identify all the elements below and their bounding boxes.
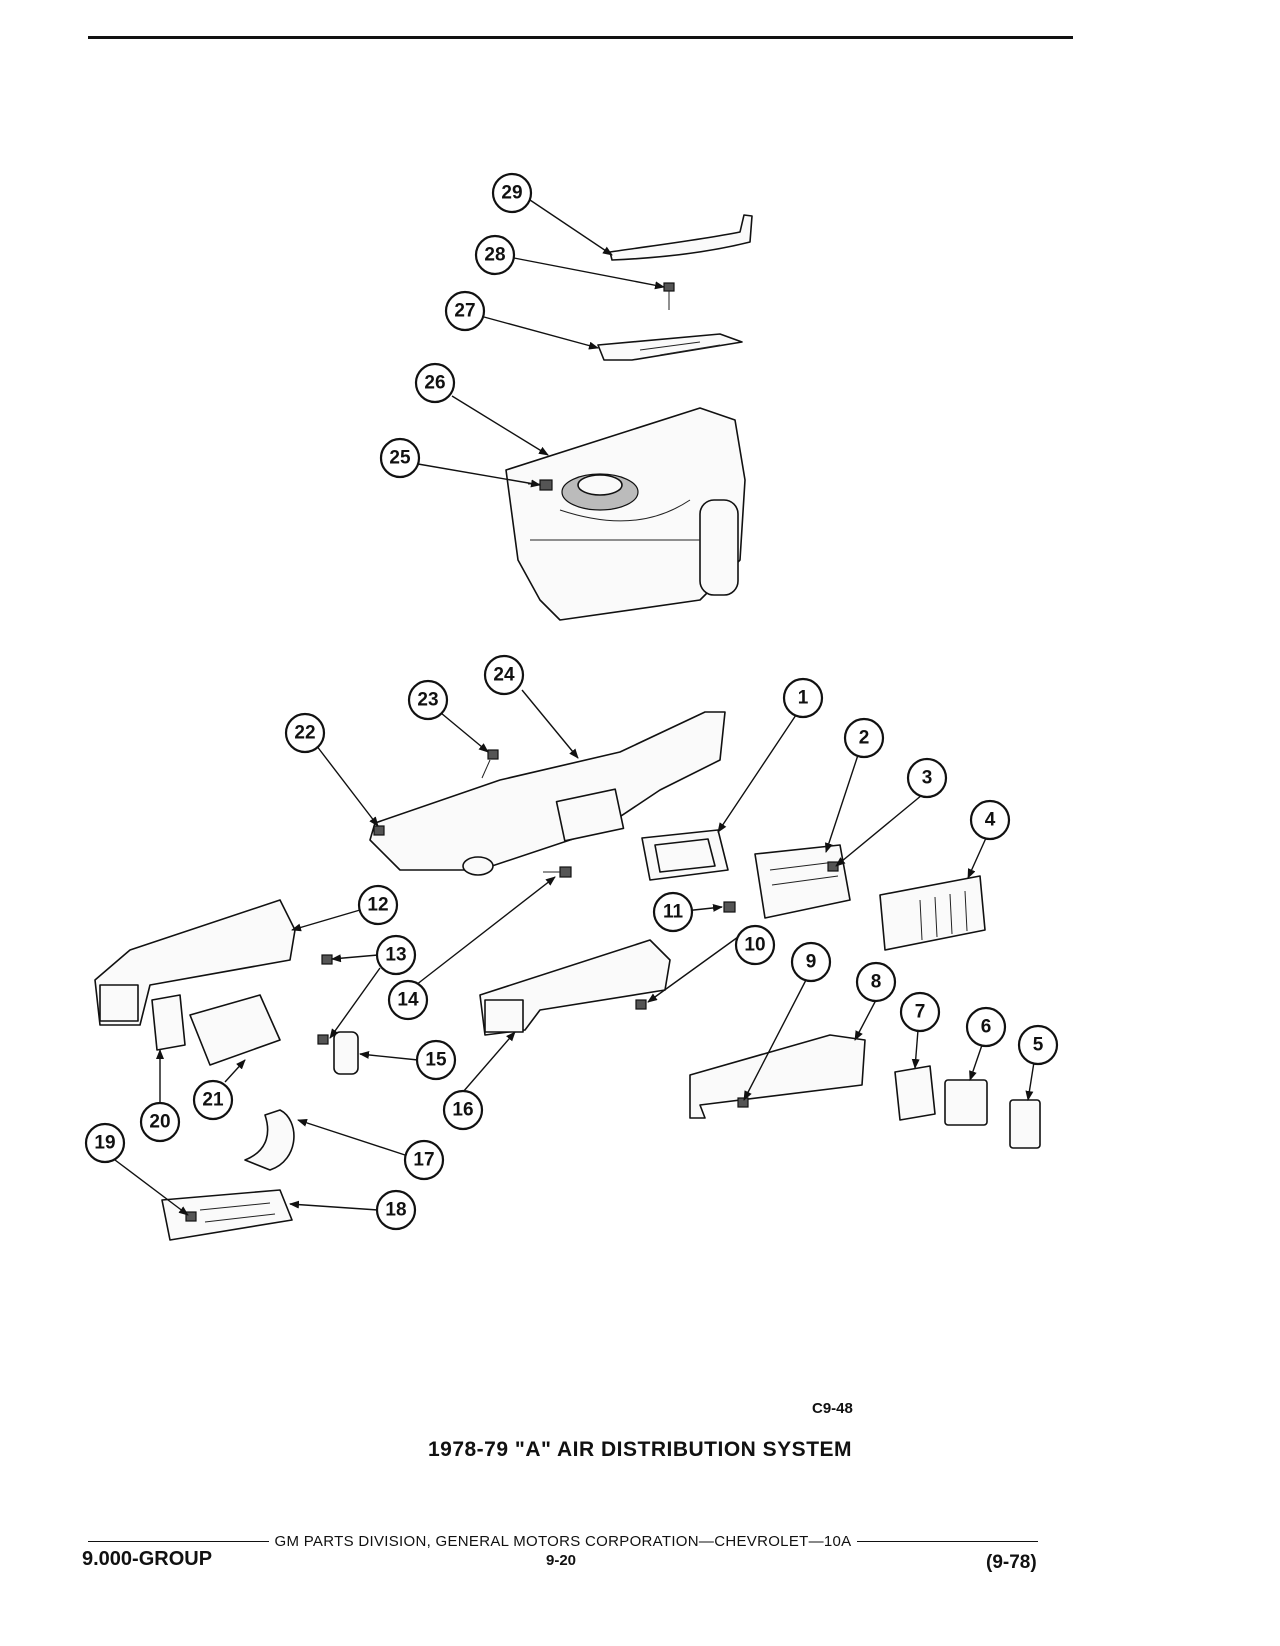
part-screw-14	[543, 866, 572, 878]
svg-text:23: 23	[417, 690, 438, 711]
svg-text:20: 20	[149, 1112, 170, 1133]
part-bezel-6	[944, 1079, 988, 1126]
leader-lines	[114, 199, 1035, 1216]
callout-24: 24	[483, 654, 525, 696]
svg-text:5: 5	[1033, 1035, 1044, 1056]
callout-23: 23	[407, 679, 449, 721]
svg-text:2: 2	[859, 728, 870, 749]
callout-6: 6	[965, 1006, 1007, 1048]
svg-text:10: 10	[744, 935, 765, 956]
svg-text:29: 29	[501, 183, 522, 204]
part-plug	[333, 1031, 359, 1075]
svg-text:25: 25	[389, 448, 411, 469]
svg-text:6: 6	[981, 1017, 992, 1038]
footer-page-number: 9-20	[546, 1552, 577, 1569]
footer-group: 9.000-GROUP	[82, 1548, 213, 1570]
part-vent-outlet	[879, 875, 986, 951]
callout-26: 26	[414, 362, 456, 404]
callout-3: 3	[906, 757, 948, 799]
footer-division-text: GM PARTS DIVISION, GENERAL MOTORS CORPOR…	[274, 1533, 852, 1550]
svg-text:14: 14	[397, 990, 419, 1011]
callouts: 29 28 27 26 25 24 23 22 1 2 3 4 12 13 14…	[84, 172, 1059, 1231]
part-blower-housing	[505, 407, 746, 621]
footer-rule-left	[88, 1540, 269, 1543]
callout-7: 7	[899, 991, 941, 1033]
callout-29: 29	[491, 172, 533, 214]
part-hose	[244, 1109, 295, 1171]
svg-text:19: 19	[94, 1133, 115, 1154]
svg-text:1: 1	[798, 688, 809, 709]
part-center-duct	[479, 939, 671, 1036]
top-rule	[88, 36, 1073, 39]
callout-10: 10	[734, 924, 776, 966]
svg-text:17: 17	[413, 1150, 434, 1171]
footer-division-line: GM PARTS DIVISION, GENERAL MOTORS CORPOR…	[88, 1533, 1038, 1550]
part-gasket-20	[151, 994, 186, 1051]
part-outlet-housing	[754, 844, 851, 919]
part-side-outlet	[161, 1189, 293, 1241]
part-left-duct	[94, 899, 296, 1026]
part-clip-11	[723, 901, 736, 913]
part-screw-23	[481, 749, 499, 779]
callout-8: 8	[855, 961, 897, 1003]
callout-27: 27	[444, 290, 486, 332]
callout-16: 16	[442, 1089, 484, 1131]
svg-text:26: 26	[424, 373, 445, 394]
svg-text:21: 21	[202, 1090, 224, 1111]
part-screw-9	[737, 1097, 749, 1108]
svg-text:28: 28	[484, 245, 505, 266]
figure-caption: 1978-79 "A" AIR DISTRIBUTION SYSTEM	[427, 1438, 853, 1461]
callout-19: 19	[84, 1122, 126, 1164]
callout-22: 22	[284, 712, 326, 754]
part-screw-10	[635, 999, 647, 1010]
callout-1: 1	[782, 677, 824, 719]
footer-date-code: (9-78)	[986, 1552, 1037, 1573]
callout-15: 15	[415, 1039, 457, 1081]
callout-18: 18	[375, 1189, 417, 1231]
callout-11: 11	[652, 891, 694, 933]
part-screw-3	[827, 861, 839, 872]
callout-5: 5	[1017, 1024, 1059, 1066]
callout-14: 14	[387, 979, 429, 1021]
parts-layer	[94, 214, 1041, 1241]
svg-text:11: 11	[663, 902, 684, 923]
callout-4: 4	[969, 799, 1011, 841]
part-screw-13	[317, 954, 333, 1045]
svg-text:4: 4	[985, 810, 996, 831]
part-adapter	[189, 994, 281, 1066]
svg-text:24: 24	[493, 665, 515, 686]
svg-text:8: 8	[871, 972, 882, 993]
svg-text:15: 15	[425, 1050, 447, 1071]
svg-text:16: 16	[452, 1100, 473, 1121]
svg-text:7: 7	[915, 1002, 926, 1023]
part-main-duct	[369, 711, 726, 876]
part-right-duct	[689, 1034, 866, 1119]
callout-13: 13	[375, 934, 417, 976]
part-seal-strip	[609, 214, 753, 261]
callout-9: 9	[790, 941, 832, 983]
part-end-vent	[1009, 1099, 1041, 1149]
callout-28: 28	[474, 234, 516, 276]
svg-text:3: 3	[922, 768, 933, 789]
svg-text:13: 13	[385, 945, 406, 966]
callout-17: 17	[403, 1139, 445, 1181]
callout-21: 21	[192, 1079, 234, 1121]
part-screw-19	[185, 1211, 197, 1222]
footer-rule-right	[857, 1540, 1038, 1543]
svg-text:18: 18	[385, 1200, 406, 1221]
svg-text:22: 22	[294, 723, 315, 744]
part-gasket-7	[894, 1065, 936, 1121]
callout-2: 2	[843, 717, 885, 759]
svg-text:9: 9	[806, 952, 817, 973]
part-bolt-28	[663, 282, 675, 310]
callout-20: 20	[139, 1101, 181, 1143]
svg-text:12: 12	[367, 895, 388, 916]
part-bracket	[597, 333, 743, 361]
svg-text:27: 27	[454, 301, 475, 322]
figure-code: C9-48	[812, 1400, 853, 1417]
part-nut-22	[373, 825, 385, 836]
callout-25: 25	[379, 437, 421, 479]
callout-12: 12	[357, 884, 399, 926]
